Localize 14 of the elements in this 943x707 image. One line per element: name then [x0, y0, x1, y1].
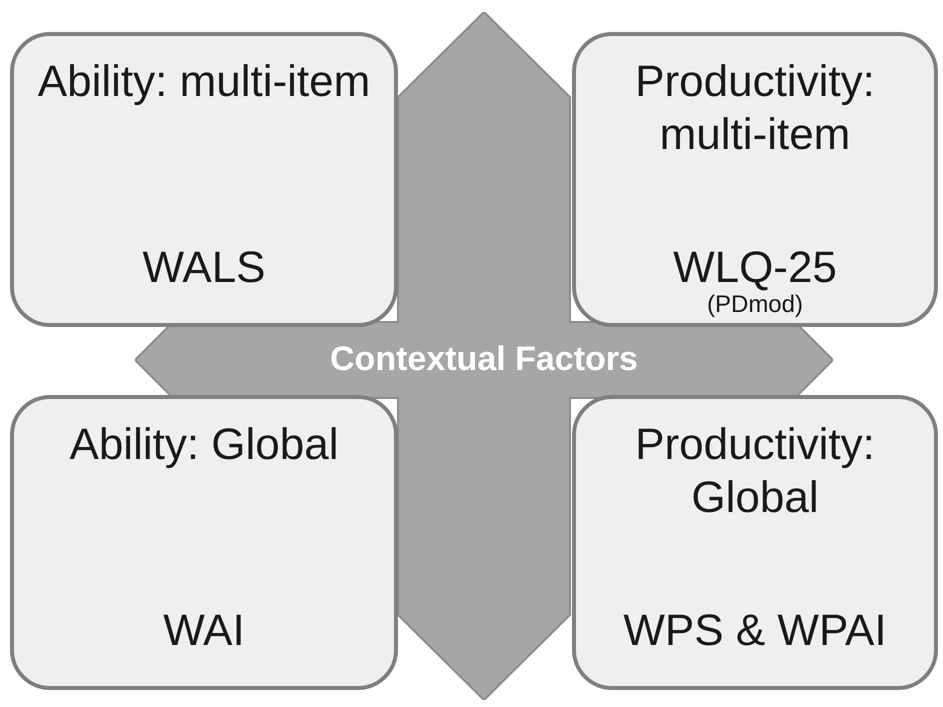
heading-text: Productivity: multi-item: [634, 56, 876, 161]
measure-name: WLQ-25: [672, 244, 838, 292]
measure-name: WAI: [162, 607, 246, 656]
quadrant-box: [572, 32, 938, 327]
measure-name: WALS: [141, 244, 267, 292]
note-text: (PDmod): [706, 292, 804, 318]
quadrant-box: [10, 32, 398, 327]
quadrant-box: [10, 395, 398, 690]
heading-text: Productivity: Global: [634, 419, 876, 524]
center-label: Contextual Factors: [330, 340, 638, 379]
heading-text: Ability: Global: [68, 419, 340, 471]
heading-text: Ability: multi-item: [36, 56, 372, 108]
measure-name: WPS & WPAI: [622, 607, 888, 656]
quadrant-box: [572, 395, 938, 690]
